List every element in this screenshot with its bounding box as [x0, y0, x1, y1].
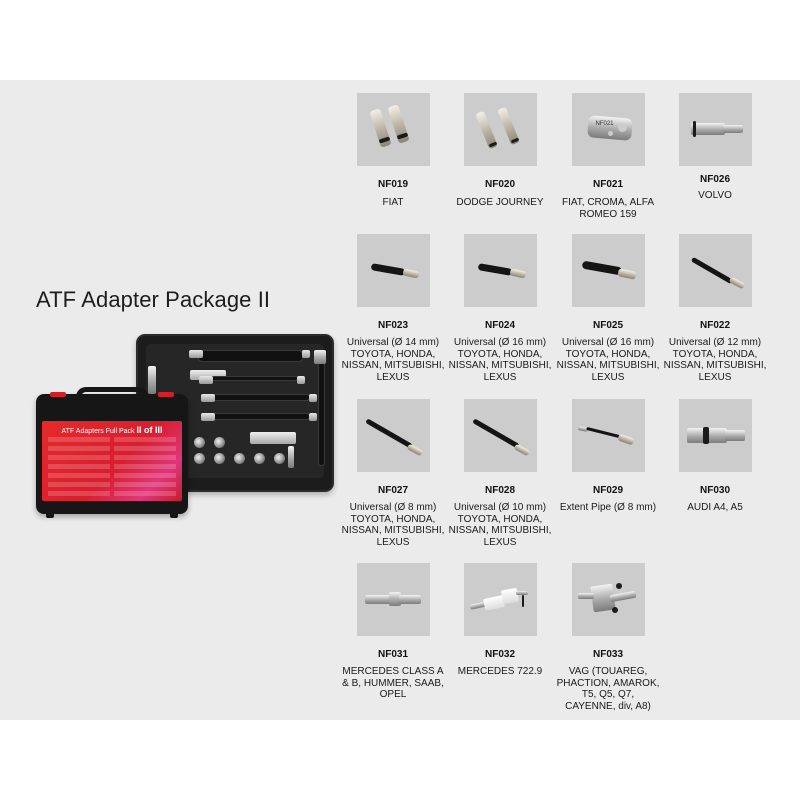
angled-block-adapter-icon — [463, 563, 537, 636]
case-label: ATF Adapters Full Pack II of III — [42, 421, 182, 501]
product-code: NF021 — [592, 179, 623, 190]
product-description: DODGE JOURNEY — [456, 197, 544, 208]
product-code: NF023 — [377, 320, 408, 331]
product-description: AUDI A4, A5 — [687, 502, 743, 513]
product-description: MERCEDES 722.9 — [457, 666, 543, 677]
product-description: Universal (Ø 14 mm) TOYOTA, HONDA, NISSA… — [341, 337, 445, 383]
product-item-nf028[interactable]: NF028 Universal (Ø 10 mm) TOYOTA, HONDA,… — [447, 399, 553, 548]
product-item-nf024[interactable]: NF024 Universal (Ø 16 mm) TOYOTA, HONDA,… — [447, 234, 553, 383]
product-code: NF026 — [699, 174, 730, 185]
closed-case-icon: ATF Adapters Full Pack II of III — [36, 387, 188, 518]
product-description: VAG (TOUAREG, PHACTION, AMAROK, T5, Q5, … — [556, 666, 660, 712]
straight-coupler-icon — [678, 93, 752, 166]
open-case-icon — [136, 334, 334, 492]
plate-bracket-icon: NF021 — [571, 93, 645, 166]
product-item-nf029[interactable]: NF029 Extent Pipe (Ø 8 mm) — [555, 399, 661, 514]
product-code: NF029 — [592, 485, 623, 496]
product-item-nf030[interactable]: NF030 AUDI A4, A5 — [662, 399, 768, 514]
product-description: Extent Pipe (Ø 8 mm) — [559, 502, 657, 513]
block-adapter-icon — [571, 563, 645, 636]
product-case-image: ATF Adapters Full Pack II of III — [36, 330, 336, 525]
product-item-nf019[interactable]: NF019 FIAT — [340, 93, 446, 209]
product-description: Universal (Ø 10 mm) TOYOTA, HONDA, NISSA… — [448, 502, 552, 548]
product-item-nf033[interactable]: NF033 VAG (TOUAREG, PHACTION, AMAROK, T5… — [555, 563, 661, 712]
product-description: FIAT, CROMA, ALFA ROMEO 159 — [561, 197, 655, 220]
product-description: Universal (Ø 12 mm) TOYOTA, HONDA, NISSA… — [663, 337, 767, 383]
hose-adapter-icon — [463, 234, 537, 307]
product-code: NF020 — [484, 179, 515, 190]
product-item-nf026[interactable]: NF026 VOLVO — [662, 93, 768, 202]
product-code: NF027 — [377, 485, 408, 496]
product-code: NF024 — [484, 320, 515, 331]
product-code: NF031 — [377, 649, 408, 660]
hose-adapter-icon — [571, 234, 645, 307]
product-item-nf025[interactable]: NF025 Universal (Ø 16 mm) TOYOTA, HONDA,… — [555, 234, 661, 383]
long-hose-adapter-icon — [463, 399, 537, 472]
hose-adapter-icon — [356, 234, 430, 307]
slim-coupler-icon — [356, 563, 430, 636]
product-item-nf032[interactable]: NF032 MERCEDES 722.9 — [447, 563, 553, 678]
twin-quick-coupler-icon — [356, 93, 430, 166]
product-item-nf022[interactable]: NF022 Universal (Ø 12 mm) TOYOTA, HONDA,… — [662, 234, 768, 383]
product-code: NF019 — [377, 179, 408, 190]
twin-angled-adapter-icon — [463, 93, 537, 166]
product-description: Universal (Ø 16 mm) TOYOTA, HONDA, NISSA… — [556, 337, 660, 383]
product-item-nf023[interactable]: NF023 Universal (Ø 14 mm) TOYOTA, HONDA,… — [340, 234, 446, 383]
product-item-nf031[interactable]: NF031 MERCEDES CLASS A & B, HUMMER, SAAB… — [340, 563, 446, 701]
product-description: Universal (Ø 16 mm) TOYOTA, HONDA, NISSA… — [448, 337, 552, 383]
product-item-nf021[interactable]: NF021 NF021 FIAT, CROMA, ALFA ROMEO 159 — [555, 93, 661, 220]
product-code: NF030 — [699, 485, 730, 496]
product-code: NF028 — [484, 485, 515, 496]
product-description: VOLVO — [698, 190, 732, 201]
product-code: NF022 — [699, 320, 730, 331]
extension-pipe-icon — [571, 399, 645, 472]
page-title: ATF Adapter Package II — [36, 287, 271, 312]
product-code: NF025 — [592, 320, 623, 331]
product-item-nf027[interactable]: NF027 Universal (Ø 8 mm) TOYOTA, HONDA, … — [340, 399, 446, 548]
hex-coupler-icon — [678, 399, 752, 472]
product-item-nf020[interactable]: NF020 DODGE JOURNEY — [447, 93, 553, 209]
product-description: Universal (Ø 8 mm) TOYOTA, HONDA, NISSAN… — [341, 502, 445, 548]
long-hose-adapter-icon — [678, 234, 752, 307]
product-description: MERCEDES CLASS A & B, HUMMER, SAAB, OPEL — [342, 666, 444, 700]
long-hose-adapter-icon — [356, 399, 430, 472]
case-label-title: ATF Adapters Full Pack II of III — [61, 425, 163, 435]
product-description: FIAT — [382, 197, 404, 208]
product-code: NF032 — [484, 649, 515, 660]
product-code: NF033 — [592, 649, 623, 660]
